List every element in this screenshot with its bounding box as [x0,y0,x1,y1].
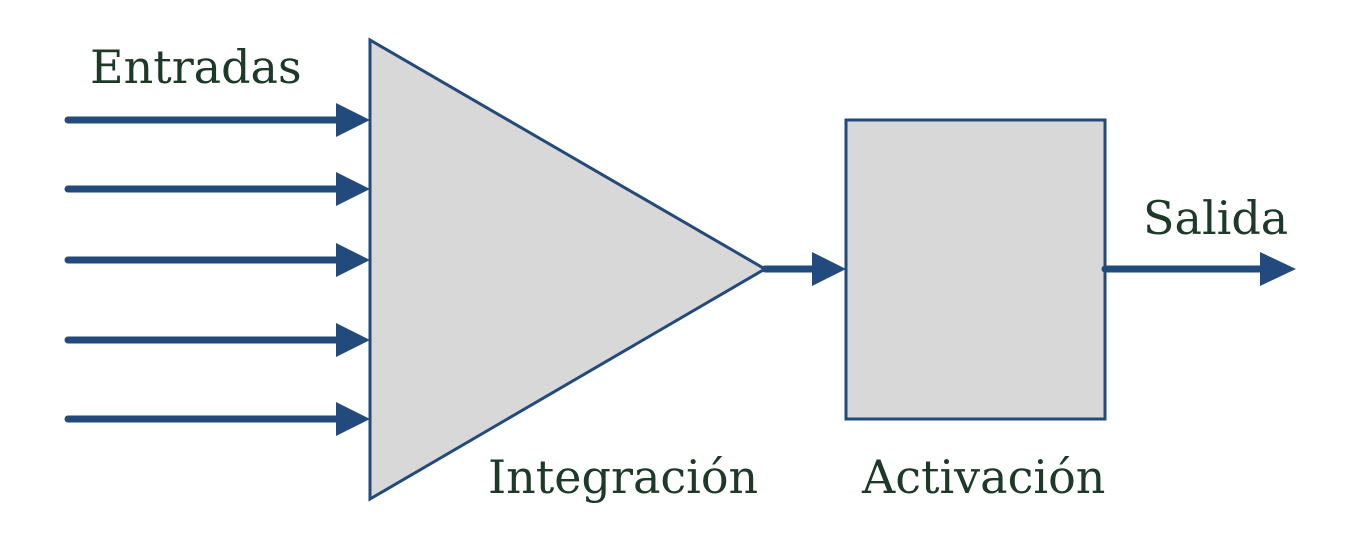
input-arrow-4 [64,323,370,357]
activation-label: Activación [861,450,1105,504]
input-arrows [64,103,370,436]
input-arrow-3 [64,243,370,277]
activation-block [844,118,1107,421]
integration-label: Integración [488,450,758,504]
inputs-label: Entradas [90,40,302,94]
integration-block [368,37,768,502]
input-arrow-5 [64,402,370,436]
integration-to-activation-arrow [761,252,846,286]
output-arrow [1101,252,1296,286]
output-label: Salida [1143,191,1288,245]
input-arrow-1 [64,103,370,137]
input-arrow-2 [64,172,370,206]
